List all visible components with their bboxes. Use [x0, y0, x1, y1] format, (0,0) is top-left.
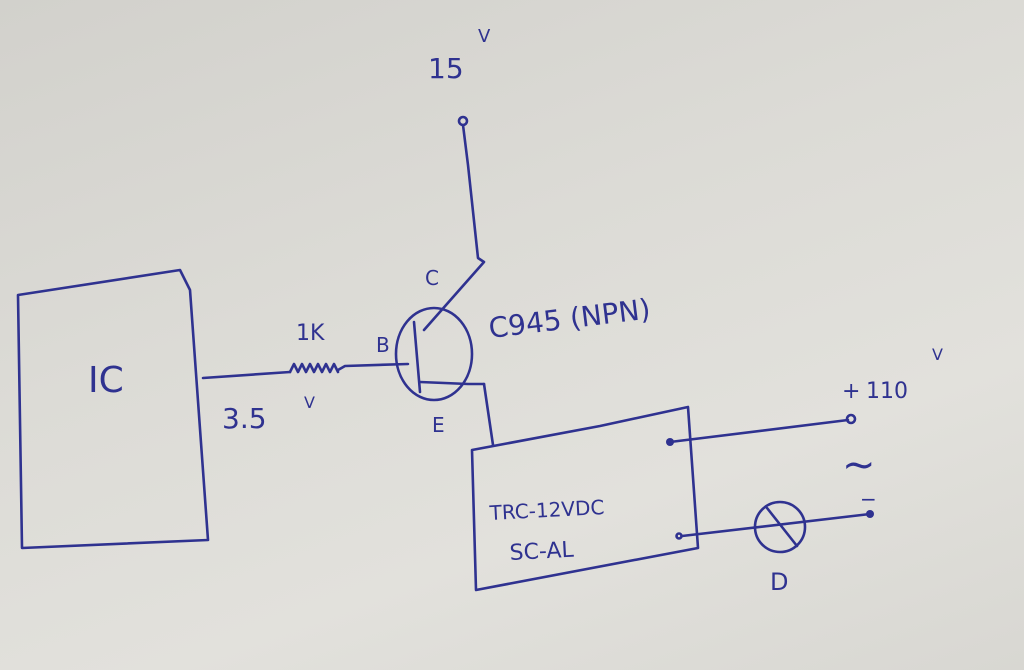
relay-model: TRC-12VDC: [488, 495, 605, 525]
transistor-model: C945 (NPN): [487, 292, 652, 345]
lamp-icon: [753, 500, 807, 554]
resistor-symbol: [288, 362, 340, 374]
base-voltage-value: 3.5: [222, 402, 267, 435]
relay-block: [470, 405, 700, 592]
ic-label: IC: [88, 360, 124, 401]
supply-voltage-unit: V: [478, 26, 491, 47]
mains-plus: +: [842, 379, 860, 404]
mains-voltage-value: 110: [866, 379, 908, 404]
mains-voltage-unit: V: [932, 345, 943, 364]
transistor-base-bar: [412, 320, 422, 394]
relay-suffix: SC-AL: [509, 538, 575, 566]
transistor-circle: [394, 306, 474, 402]
base-voltage-unit: V: [304, 393, 315, 412]
mains-terminal-minus: [866, 510, 874, 518]
emitter-lead: [418, 380, 486, 386]
emitter-label: E: [432, 413, 445, 437]
ic-block: [16, 268, 210, 550]
lamp-label: D: [770, 568, 788, 596]
mains-terminal-plus: [845, 413, 857, 425]
emitter-wire: [482, 382, 495, 447]
mains-wire-top: [668, 418, 850, 444]
supply-voltage-value: 15: [428, 52, 464, 85]
ac-symbol: ~: [842, 442, 876, 488]
base-label: B: [376, 333, 390, 357]
ic-output-wire: [201, 370, 292, 380]
lamp-cross: [765, 506, 799, 548]
collector-wire: [422, 123, 486, 332]
base-wire: [336, 362, 410, 372]
mains-wire-bottom: [680, 512, 872, 538]
resistor-label: 1K: [296, 321, 325, 346]
collector-label: C: [425, 266, 439, 290]
mains-minus: −: [860, 487, 877, 511]
